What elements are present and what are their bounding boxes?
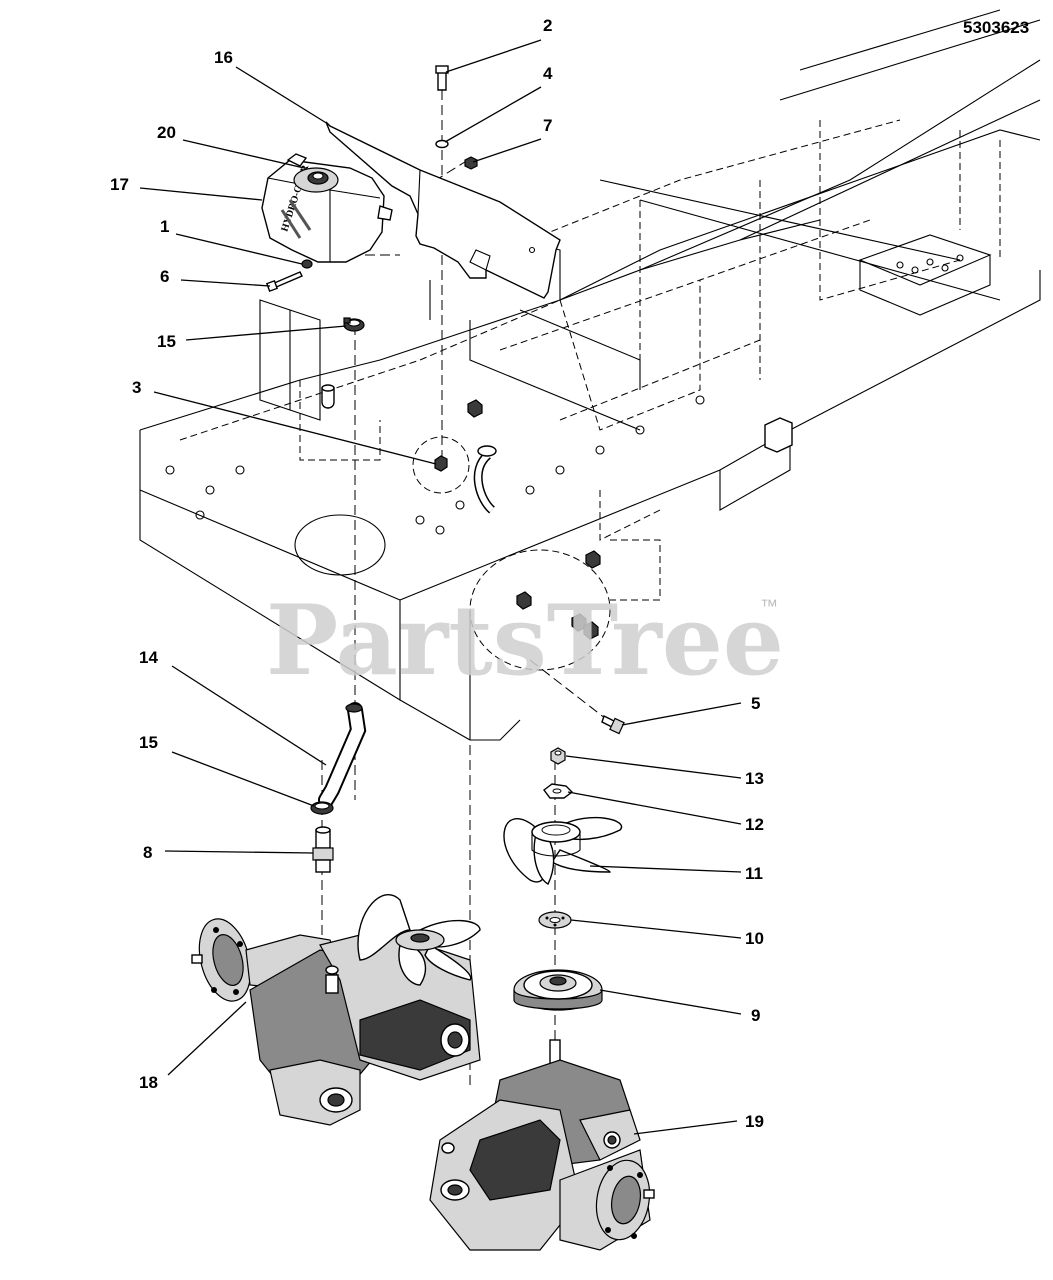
part-washer-4 [435, 139, 449, 149]
callout-6: 6 [160, 267, 169, 286]
callout-16: 16 [214, 48, 233, 67]
part-hose-14 [318, 702, 367, 808]
callout-9: 9 [751, 1006, 760, 1025]
callout-10: 10 [745, 929, 764, 948]
part-nut-3 [434, 455, 448, 472]
document-number: 5303623 [963, 18, 1029, 37]
watermark-text: PartsTree [266, 584, 784, 697]
part-plate-10 [538, 911, 572, 929]
part-screw-6 [265, 271, 303, 293]
callout-20: 20 [157, 123, 176, 142]
part-fitting-8 [312, 826, 334, 873]
part-washer-1 [301, 259, 313, 269]
callout-leaders [139, 39, 742, 1135]
part-transaxle-18 [191, 893, 481, 1126]
part-pulley-9 [513, 969, 603, 1011]
callout-5: 5 [751, 694, 760, 713]
callout-4: 4 [543, 64, 553, 83]
callout-12: 12 [745, 815, 764, 834]
part-bolt-5 [601, 715, 625, 735]
part-bolt-2 [435, 65, 449, 91]
part-clamp-15-lower [310, 801, 334, 815]
watermark: PartsTree ™ [266, 584, 784, 697]
part-transaxle-19 [429, 1039, 655, 1251]
part-nut-13 [550, 747, 566, 765]
callout-17: 17 [110, 175, 129, 194]
callout-3: 3 [132, 378, 141, 397]
callout-15-top: 15 [157, 332, 176, 351]
callout-11: 11 [745, 864, 763, 883]
part-fan-11 [503, 816, 623, 885]
callout-7: 7 [543, 116, 552, 135]
callout-13: 13 [745, 769, 764, 788]
callout-labels: 2 4 7 16 20 17 1 6 15 3 14 15 8 5 13 12 … [110, 16, 764, 1131]
callout-19: 19 [745, 1112, 764, 1131]
callout-14: 14 [139, 648, 158, 667]
mower-frame [139, 9, 1041, 741]
callout-1: 1 [160, 217, 169, 236]
part-washer-12 [543, 783, 574, 799]
callout-8: 8 [143, 843, 152, 862]
watermark-trademark: ™ [760, 596, 778, 616]
callout-18: 18 [139, 1073, 158, 1092]
part-bracket-16 [325, 121, 561, 299]
callout-2: 2 [543, 16, 552, 35]
part-cap-20 [293, 167, 339, 193]
part-nut-7 [464, 156, 478, 170]
callout-15-lower: 15 [139, 733, 158, 752]
part-clamp-15-top [343, 317, 365, 332]
